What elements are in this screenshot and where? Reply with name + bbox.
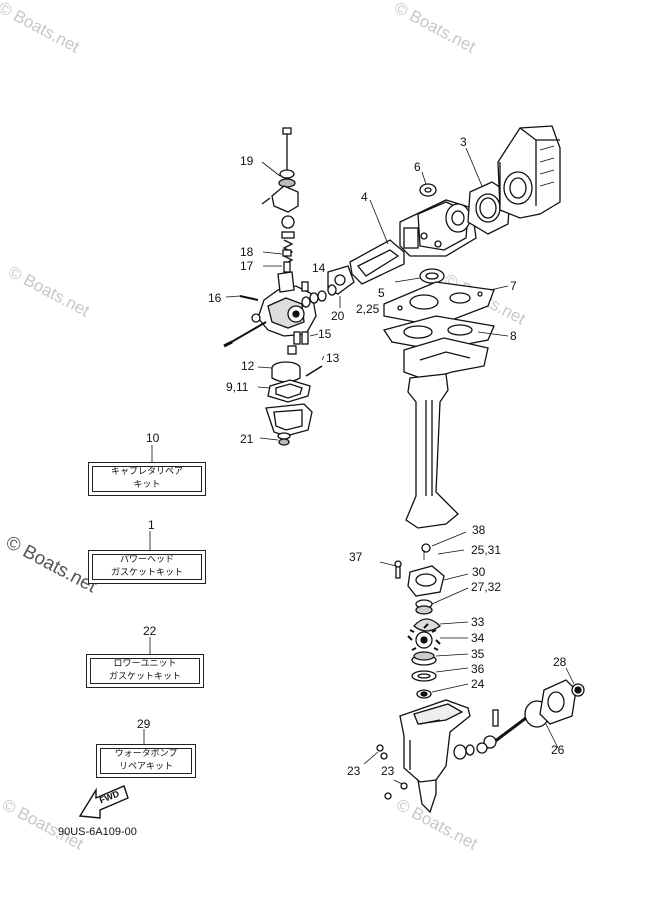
callout-17: 17: [240, 259, 254, 273]
kit-box: ウォータポンプ リペアキット: [96, 744, 196, 778]
kit-box: パワーヘッド ガスケットキット: [88, 550, 206, 584]
cylinder-block: [497, 125, 561, 219]
kit-line: ガスケットキット: [110, 568, 183, 578]
kit-box: キャブレタリペア キット: [88, 462, 206, 496]
liner-33: [413, 618, 469, 632]
kit-number: 10: [146, 431, 160, 445]
callout-28: 28: [553, 655, 567, 669]
bushing-6: [419, 171, 437, 197]
kit-line: パワーヘッド: [119, 555, 174, 565]
exhaust-plate: [403, 337, 489, 381]
callout-16: 16: [208, 291, 222, 305]
kit-number: 29: [137, 717, 151, 731]
needle-18-17: [262, 249, 292, 273]
plate-35: [411, 651, 469, 666]
callout-21: 21: [240, 432, 254, 446]
grommet-38: [421, 531, 467, 553]
intake-gasket-20: [327, 265, 355, 308]
callout-13: 13: [326, 351, 340, 365]
propeller-shaft: [476, 709, 527, 754]
callout-3: 3: [460, 135, 467, 149]
carb-screw-19: [261, 127, 296, 188]
callout-35: 35: [471, 647, 485, 661]
callout-8: 8: [510, 329, 517, 343]
kit-line: キット: [133, 480, 161, 490]
callout-34: 34: [471, 631, 485, 645]
gasket-7: [383, 281, 509, 327]
screws-23: [363, 744, 408, 800]
diagram-code: 90US-6A109-00: [58, 826, 137, 838]
choke-bracket: [261, 185, 299, 265]
callout-37: 37: [349, 550, 363, 564]
callout-20: 20: [331, 309, 345, 323]
gasket-4: [349, 199, 405, 285]
kit-number: 1: [148, 518, 155, 532]
kit-line: ロワーユニット: [113, 659, 177, 669]
callout-19: 19: [240, 154, 254, 168]
kit-line: ウォータポンプ: [114, 749, 178, 759]
callout-14: 14: [312, 261, 326, 275]
kit-line: キャブレタリペア: [110, 467, 183, 477]
callout-36: 36: [471, 662, 485, 676]
carburetor-body: [223, 271, 317, 348]
crankcase-housing: [399, 199, 477, 257]
gasket-36: [411, 667, 469, 682]
pump-housing-30: [407, 549, 469, 597]
callout-5: 5: [378, 286, 385, 300]
callout-23a: 23: [347, 764, 361, 778]
float-12: [257, 361, 323, 383]
callout-6: 6: [414, 160, 421, 174]
callout-18: 18: [240, 245, 254, 259]
callout-24: 24: [471, 677, 485, 691]
impeller-34: [407, 623, 468, 657]
callout-30: 30: [472, 565, 486, 579]
callout-2-25: 2,25: [356, 302, 380, 316]
seal-5: [394, 268, 445, 284]
callout-25-31: 25,31: [471, 543, 502, 557]
kit-line: リペアキット: [118, 762, 173, 772]
gasket-9-11: [257, 379, 311, 403]
callout-15: 15: [318, 327, 332, 341]
callout-4: 4: [361, 190, 368, 204]
driveshaft-housing: [405, 373, 459, 529]
callout-9-11: 9,11: [226, 380, 249, 394]
seal-24: [416, 683, 469, 699]
callout-27-32: 27,32: [471, 580, 502, 594]
lower-unit-case: [399, 699, 475, 814]
seal-27-32: [415, 587, 469, 615]
callout-38: 38: [472, 523, 486, 537]
bolt-37: [379, 560, 402, 579]
kit-line: ガスケットキット: [108, 672, 181, 682]
callout-12: 12: [241, 359, 255, 373]
float-bowl: [259, 403, 313, 446]
callout-33: 33: [471, 615, 485, 629]
cap-28: [539, 667, 585, 725]
callout-23b: 23: [381, 764, 395, 778]
fittings-14-15: [287, 281, 327, 355]
fwd-arrow: [78, 785, 129, 819]
callout-7: 7: [510, 279, 517, 293]
callout-26: 26: [551, 743, 565, 757]
gasket-8: [382, 315, 509, 351]
kit-number: 22: [143, 624, 157, 638]
kit-box: ロワーユニット ガスケットキット: [86, 654, 204, 688]
